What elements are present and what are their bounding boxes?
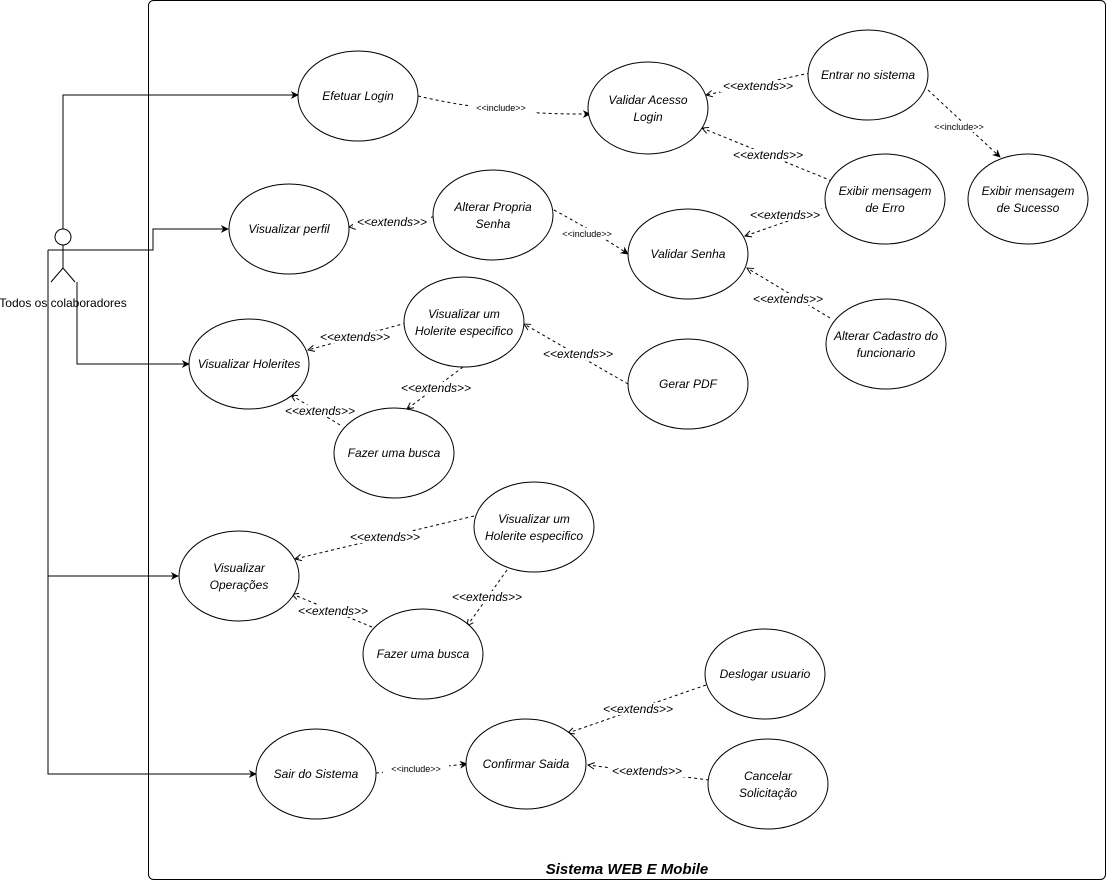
label-rel-busca2-holerite2-extends: <<extends>>: [452, 590, 522, 604]
label-rel-cancelar-extends: <<extends>>: [612, 764, 682, 778]
label-rel-busca2-operacoes-extends: <<extends>>: [298, 604, 368, 618]
use-case-gerar-pdf[interactable]: Gerar PDF: [627, 338, 749, 430]
label-rel-alterar-senha-perfil-extends: <<extends>>: [357, 215, 427, 229]
actor-head: [54, 228, 72, 246]
label-rel-holerite1-holerites-extends: <<extends>>: [320, 330, 390, 344]
use-case-entrar-no-sistema[interactable]: Entrar no sistema: [807, 29, 929, 121]
use-case-efetuar-login[interactable]: Efetuar Login: [297, 50, 419, 142]
label-rel-alterar-senha-include: <<include>>: [562, 229, 612, 239]
relation-labels: <<include>> <<extends>> <<include>> <<ex…: [281, 79, 992, 778]
label-rel-entrar-extends: <<extends>>: [723, 79, 793, 93]
actor-leg-left: [50, 267, 64, 283]
assoc-efetuar-login: [62, 91, 299, 229]
assoc-visualizar-perfil: [48, 225, 229, 251]
label-rel-busca1-holerite1-extends: <<extends>>: [401, 381, 471, 395]
use-case-label: Deslogar usuario: [720, 667, 811, 681]
use-case-confirmar-saida[interactable]: Confirmar Saida: [465, 718, 587, 810]
actor-label: Todos os colaboradores: [0, 296, 127, 310]
use-case-sair-do-sistema[interactable]: Sair do Sistema: [255, 728, 377, 820]
use-case-label: Gerar PDF: [659, 377, 718, 391]
actor-associations: [47, 91, 299, 778]
assoc-sair-sistema: [47, 250, 257, 778]
system-title: Sistema WEB E Mobile: [546, 861, 709, 878]
label-rel-entrar-sucesso-include: <<include>>: [934, 122, 984, 132]
use-case-fazer-uma-busca[interactable]: Fazer uma busca: [333, 407, 455, 499]
assoc-visualizar-holerites: [76, 282, 190, 368]
label-rel-login-include: <<include>>: [476, 103, 526, 113]
use-case-label: Fazer uma busca: [377, 647, 470, 661]
label-rel-deslogar-extends: <<extends>>: [603, 702, 673, 716]
label-rel-busca1-holerites-extends: <<extends>>: [285, 404, 355, 418]
use-case-fazer-uma-busca-2[interactable]: Fazer uma busca: [362, 608, 484, 700]
use-case-label: Sair do Sistema: [274, 767, 359, 781]
label-rel-holerite2-operacoes-extends: <<extends>>: [350, 530, 420, 544]
use-case-label: Fazer uma busca: [348, 446, 441, 460]
label-rel-erro-validar-acesso-extends: <<extends>>: [733, 148, 803, 162]
use-case-label: Confirmar Saida: [483, 757, 570, 771]
use-case-visualizar-perfil[interactable]: Visualizar perfil: [228, 183, 350, 275]
label-rel-sair-include: <<include>>: [391, 764, 441, 774]
use-case-validar-senha[interactable]: Validar Senha: [627, 208, 749, 300]
actor[interactable]: Todos os colaboradores: [0, 228, 127, 310]
use-case-deslogar-usuario[interactable]: Deslogar usuario: [704, 628, 826, 720]
use-case-label: Visualizar perfil: [248, 222, 329, 236]
label-rel-erro-validar-senha-extends: <<extends>>: [750, 208, 820, 222]
rel-alterar-senha-include: [553, 209, 629, 255]
rel-erro-validar-acesso-extends: [702, 128, 833, 182]
actor-leg-right: [62, 267, 76, 283]
use-case-label: Validar Senha: [651, 247, 726, 261]
use-case-label: Entrar no sistema: [821, 68, 915, 82]
label-rel-pdf-holerite1-extends: <<extends>>: [543, 347, 613, 361]
use-case-visualizar-holerites[interactable]: Visualizar Holerites: [188, 318, 310, 410]
use-case-label: Visualizar Holerites: [198, 357, 301, 371]
label-rel-alterar-cadastro-extends: <<extends>>: [753, 292, 823, 306]
use-case-label: Efetuar Login: [322, 89, 394, 103]
